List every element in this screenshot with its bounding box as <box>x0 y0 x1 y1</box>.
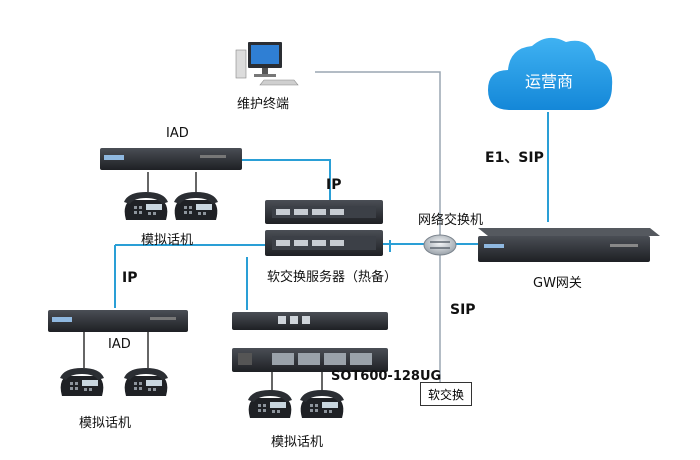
analog-phone-label-1: 模拟话机 <box>141 233 194 248</box>
phone-icon <box>124 368 168 396</box>
phone-icon <box>248 390 292 418</box>
sip-label: SIP <box>450 302 476 318</box>
phone-icon <box>124 192 168 220</box>
iad-top-device-icon <box>100 148 242 170</box>
iad-top-label: IAD <box>166 126 189 141</box>
softswitch-server-icon <box>265 200 383 256</box>
iad-left-device-icon <box>48 310 188 332</box>
connection-lines <box>83 71 549 392</box>
gw-gateway-device-icon <box>478 228 660 262</box>
softswitch-server-label: 软交换服务器（热备） <box>267 270 398 285</box>
link-iad-top-server <box>240 159 331 200</box>
link-terminal-switch <box>315 71 441 235</box>
carrier-cloud-icon <box>488 37 613 110</box>
phone-icon <box>174 192 218 220</box>
network-switch-icon <box>423 234 457 256</box>
phone-icon <box>300 390 344 418</box>
phone-icon <box>60 368 104 396</box>
analog-phone-label-3: 模拟话机 <box>271 435 324 450</box>
softswitch-box-label: 软交换 <box>420 382 472 406</box>
computer-icon <box>235 42 299 86</box>
carrier-label: 运营商 <box>525 72 574 91</box>
gw-gateway-label: GW网关 <box>533 276 582 291</box>
network-switch-label: 网络交换机 <box>418 213 484 228</box>
iad-left-label: IAD <box>108 337 131 352</box>
analog-phone-label-2: 模拟话机 <box>79 416 132 431</box>
analog-phones <box>60 192 344 418</box>
maintenance-terminal-label: 维护终端 <box>237 97 290 112</box>
e1-sip-label: E1、SIP <box>485 150 544 166</box>
ip-left-label: IP <box>122 270 138 286</box>
sot-device-icon <box>232 312 388 372</box>
sot-device-label: SOT600-128UG <box>331 369 442 384</box>
ip-top-label: IP <box>326 177 342 193</box>
